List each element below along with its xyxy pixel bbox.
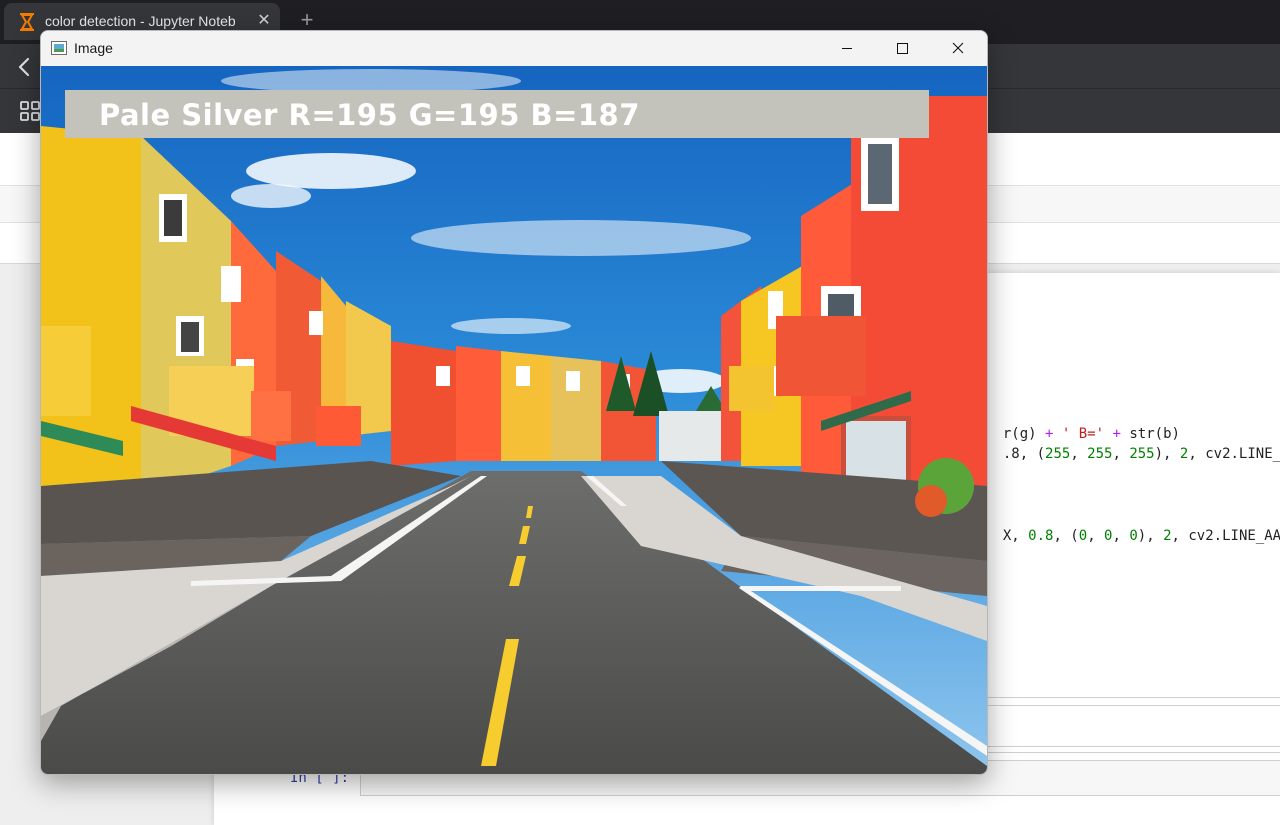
tab-title: color detection - Jupyter Noteb — [45, 13, 236, 29]
cell-divider — [986, 697, 1280, 698]
minimize-icon[interactable] — [824, 31, 870, 66]
code-token: ), — [1154, 446, 1180, 462]
code-token: , — [1112, 528, 1130, 544]
code-token: 0.8 — [1028, 528, 1054, 544]
window-app-icon — [51, 41, 67, 55]
code-token: 0 — [1078, 528, 1088, 544]
code-token: 0 — [1129, 528, 1138, 544]
code-line-3[interactable]: X, 0.8, (0, 0, 0), 2, cv2.LINE_AA — [986, 512, 1280, 544]
code-token: ' B=' — [1061, 426, 1105, 442]
code-token: str(b) — [1120, 426, 1180, 442]
cell-divider — [986, 752, 1280, 753]
code-token: , cv2.LINE_ — [1188, 446, 1280, 462]
code-token: .8, ( — [1002, 446, 1046, 462]
street-photo[interactable] — [41, 66, 987, 774]
code-line-1[interactable]: r(g) + ' B=' + str(b) — [986, 410, 1180, 442]
code-token: r(g) — [1002, 426, 1046, 442]
image-window-title: Image — [74, 40, 113, 56]
code-token: 255 — [1045, 446, 1071, 462]
code-token: 255 — [1087, 446, 1113, 462]
code-token: + — [1045, 426, 1054, 442]
code-token: 255 — [1129, 446, 1155, 462]
cell-divider — [986, 746, 1280, 747]
code-token: X, — [1002, 528, 1029, 544]
apps-grid-icon[interactable] — [20, 101, 40, 121]
close-icon[interactable] — [935, 31, 981, 66]
back-arrow-icon[interactable] — [12, 54, 38, 80]
cell-divider — [986, 705, 1280, 706]
code-token: , — [1070, 446, 1088, 462]
tab-close-icon[interactable]: ✕ — [257, 12, 271, 29]
code-token: ), — [1137, 528, 1164, 544]
code-line-2[interactable]: .8, (255, 255, 255), 2, cv2.LINE_ — [986, 430, 1280, 462]
code-token: 2 — [1179, 446, 1189, 462]
new-tab-button[interactable]: + — [300, 7, 314, 32]
detected-color-swatch — [65, 90, 929, 138]
hourglass-icon — [20, 13, 34, 31]
code-token: , — [1112, 446, 1130, 462]
color-readout: Pale Silver R=195 G=195 B=187 — [99, 98, 640, 132]
image-window-titlebar[interactable]: Image — [41, 31, 987, 66]
code-token: 2 — [1163, 528, 1172, 544]
code-token: + — [1112, 426, 1121, 442]
code-token: , cv2.LINE_AA — [1171, 528, 1280, 544]
image-window[interactable]: Image — [40, 30, 988, 775]
code-token: , — [1087, 528, 1105, 544]
maximize-icon[interactable] — [879, 31, 925, 66]
code-token: , ( — [1053, 528, 1079, 544]
code-token: 0 — [1104, 528, 1113, 544]
